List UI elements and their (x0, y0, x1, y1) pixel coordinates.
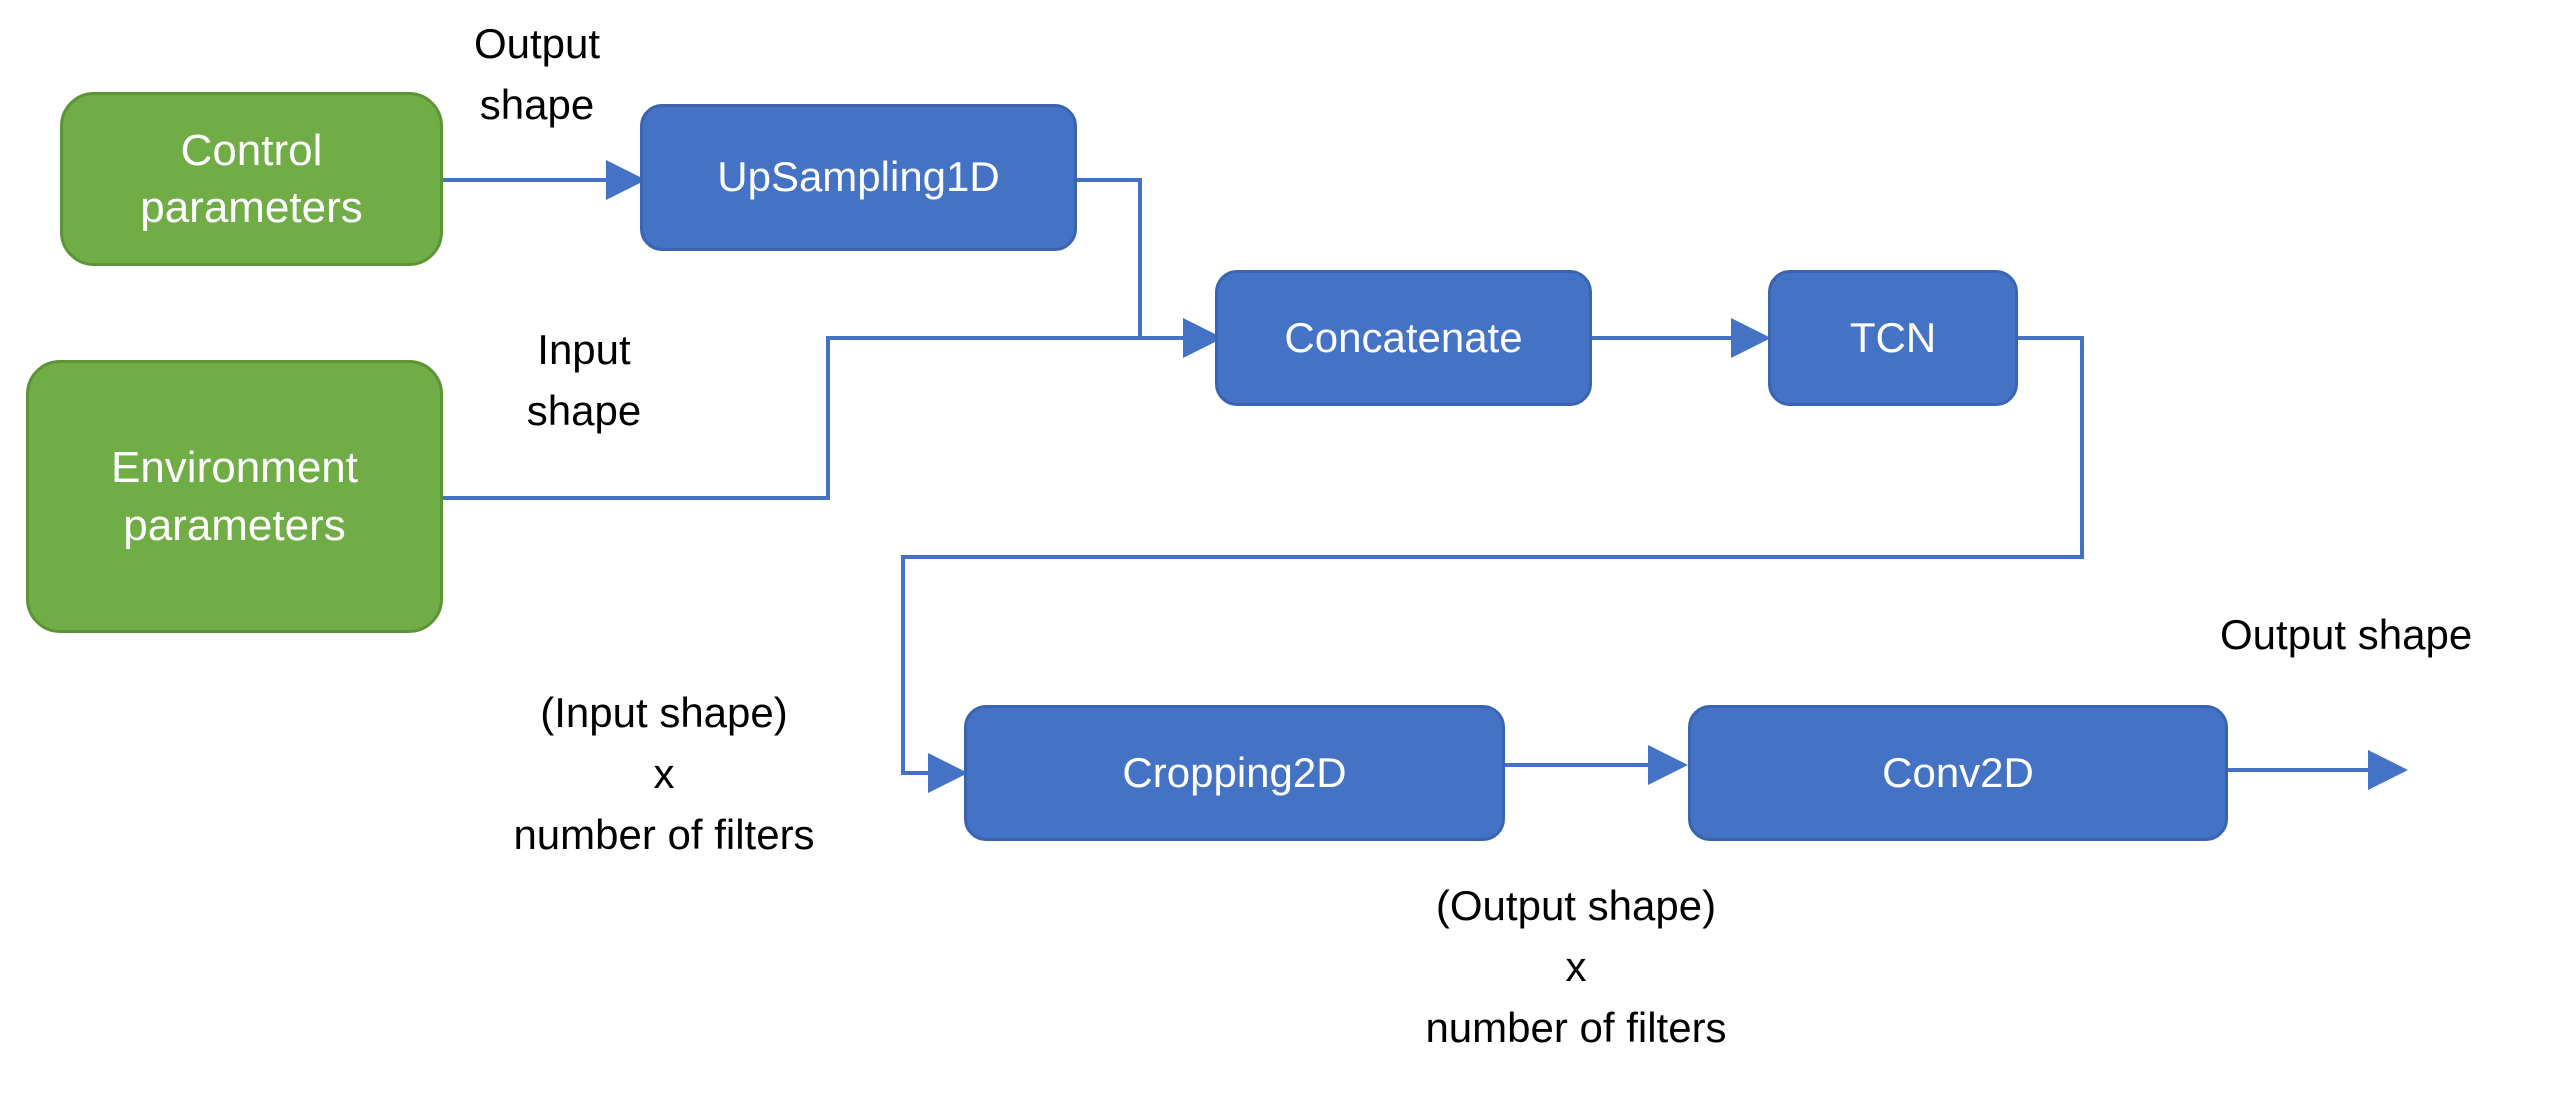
tcn-node: TCN (1768, 270, 2018, 406)
input-shape-filters-label: (Input shape) x number of filters (513, 689, 815, 858)
conv2d-node: Conv2D (1688, 705, 2228, 841)
arrow-upsampling-to-concatenate (1075, 178, 1223, 358)
environment-parameters-node: Environment parameters (26, 360, 443, 633)
output-shape-label-top: Output shape (473, 20, 601, 128)
arrow-tcn-to-cropping (901, 336, 2084, 793)
arrow-environment-to-concatenate (440, 336, 1140, 500)
input-shape-label: Input shape (526, 326, 642, 434)
concatenate-node: Concatenate (1215, 270, 1592, 406)
output-shape-filters-label: (Output shape) x number of filters (1425, 882, 1727, 1051)
output-shape-label-final: Output shape (2220, 611, 2473, 658)
control-parameters-node: Control parameters (60, 92, 443, 266)
cropping2d-node: Cropping2D (964, 705, 1505, 841)
upsampling1d-node: UpSampling1D (640, 104, 1077, 251)
